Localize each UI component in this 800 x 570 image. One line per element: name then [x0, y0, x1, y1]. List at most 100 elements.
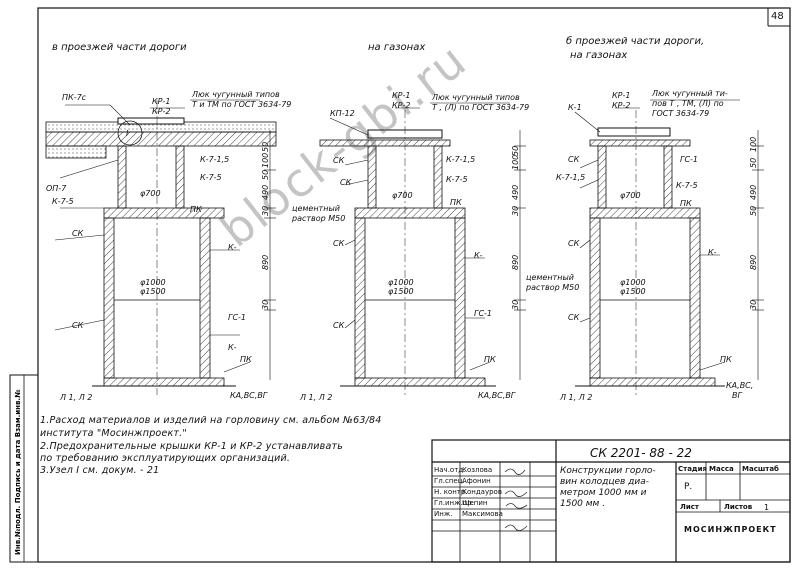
- dim-1-4: 30: [261, 206, 270, 216]
- label-mortar1-line2: раствор М50: [291, 214, 345, 223]
- label-pk2-3: ПК: [720, 355, 732, 364]
- desc-line1: Конструкции горло-: [560, 466, 656, 476]
- name-2: Кондауров: [462, 488, 502, 496]
- label-hatch2-line1: Люк чугунный типов: [431, 93, 520, 102]
- label-hatch-line1: Люк чугунный типов: [191, 90, 280, 99]
- label-mortar2-line1: цементный: [526, 273, 574, 282]
- label-k715-2: К-7-1,5: [446, 155, 475, 164]
- label-pk7c: ПК-7с: [62, 93, 87, 102]
- dim-3-4: 890: [749, 255, 758, 270]
- label-kp12: КП-12: [330, 109, 355, 118]
- label-kr1-2: КР-1: [392, 91, 410, 100]
- label-k1-3: К-1: [568, 103, 582, 112]
- label-ka: КА,ВС,ВГ: [230, 391, 268, 400]
- desc-line2: вин колодцев диа-: [560, 477, 649, 487]
- dim-3-3: 50: [749, 206, 758, 216]
- name-4: Максимова: [462, 510, 503, 518]
- name-1: Афонин: [462, 477, 491, 485]
- sheet-label: Лист: [680, 503, 699, 511]
- dim-2-0: 50: [511, 146, 520, 156]
- label-phi1000-3: φ1000: [620, 278, 646, 287]
- label-kr2-3: КР-2: [612, 101, 630, 110]
- label-pk2: ПК: [240, 355, 252, 364]
- label-ck3-2: СК: [333, 239, 345, 248]
- note-1: 1.Расход материалов и изделий на горлови…: [40, 415, 382, 426]
- label-ka2-3: ВГ: [732, 391, 742, 400]
- label-phi1000-2: φ1000: [388, 278, 414, 287]
- note-2b: по требованию эксплуатирующих организаци…: [40, 453, 291, 464]
- label-k715: К-7-1,5: [200, 155, 229, 164]
- col-stage: Стадия: [678, 465, 707, 473]
- label-ck1-2: СК: [333, 156, 345, 165]
- label-kr1-3: КР-1: [612, 91, 630, 100]
- heading-right-line1: б проезжей части дороги,: [566, 36, 705, 47]
- role-0: Нач.отд.: [434, 466, 466, 474]
- dim-2-2: 490: [511, 185, 520, 200]
- name-0: Козлова: [462, 466, 493, 474]
- dim-3-2: 490: [749, 185, 758, 200]
- label-k75-top: К-7-5: [52, 197, 74, 206]
- role-4: Инж.: [434, 510, 453, 518]
- label-ck2-3: СК: [568, 239, 580, 248]
- dim-1-3: 490: [261, 185, 270, 200]
- label-ck1-3: СК: [568, 155, 580, 164]
- note-2: 2.Предохранительные крышки КР-1 и КР-2 у…: [40, 441, 343, 452]
- label-kr2: КР-2: [152, 107, 170, 116]
- desc-line3: метром 1000 мм и: [560, 488, 647, 498]
- dim-3-0: 100: [749, 137, 758, 152]
- label-ck2-2: СК: [340, 178, 352, 187]
- dim-3-5: 30: [749, 300, 758, 310]
- label-k-a: К-: [228, 243, 237, 252]
- label-ck4-2: СК: [333, 321, 345, 330]
- label-l-2: Л 1, Л 2: [299, 393, 332, 402]
- label-ka-2: КА,ВС,ВГ: [478, 391, 516, 400]
- dim-1-5: 890: [261, 255, 270, 270]
- role-3: Гл.инж.пр.: [434, 499, 474, 507]
- label-kr1: КР-1: [152, 97, 170, 106]
- label-k-3: К-: [708, 248, 717, 257]
- col-mass: Масса: [709, 465, 734, 473]
- heading-left: в проезжей части дороги: [52, 42, 187, 53]
- col-scale: Масштаб: [742, 465, 779, 473]
- name-3: Шепин: [462, 499, 488, 507]
- dim-1-6: 30: [261, 300, 270, 310]
- label-ck1: СК: [72, 229, 84, 238]
- dim-1-1: 100: [261, 153, 270, 168]
- label-l-3: Л 1, Л 2: [559, 393, 592, 402]
- label-ck3-3: СК: [568, 313, 580, 322]
- label-gc1: ГС-1: [228, 313, 246, 322]
- label-phi700-3: φ700: [620, 191, 641, 200]
- title-block-lines: [431, 439, 791, 563]
- dim-2-1: 100: [511, 155, 520, 170]
- label-pk: ПК: [190, 205, 202, 214]
- label-k75-3: К-7-5: [676, 181, 698, 190]
- well-section-1: [45, 99, 277, 395]
- label-l: Л 1, Л 2: [59, 393, 92, 402]
- doc-code: СК 2201- 88 - 22: [590, 446, 692, 460]
- dim-2-4: 890: [511, 255, 520, 270]
- label-hatch3-line3: ГОСТ 3634-79: [652, 109, 709, 118]
- label-k715-3: К-7-1,5: [556, 173, 585, 182]
- label-gc1-2: ГС-1: [474, 309, 492, 318]
- label-hatch3-line1: Люк чугунный ти-: [651, 89, 728, 98]
- role-2: Н. контр.: [434, 488, 468, 496]
- label-hatch2-line2: Т , (Л) по ГОСТ 3634-79: [432, 103, 529, 112]
- label-gc1-3: ГС-1: [680, 155, 698, 164]
- dim-1-2: 50: [261, 170, 270, 180]
- dim-2-3: 30: [511, 206, 520, 216]
- label-ka1-3: КА,ВС,: [726, 381, 753, 390]
- label-phi700-2: φ700: [392, 191, 413, 200]
- dim-1-0: 50: [261, 142, 270, 152]
- heading-right-line2: на газонах: [570, 50, 628, 61]
- sheet-frame: [37, 7, 791, 563]
- label-phi700: φ700: [140, 189, 161, 198]
- well-section-2: [319, 102, 526, 395]
- label-mortar1-line1: цементный: [292, 204, 340, 213]
- label-phi1500-2: φ1500: [388, 287, 414, 296]
- role-1: Гл.спец.: [434, 477, 465, 485]
- label-phi1500-3: φ1500: [620, 287, 646, 296]
- well-section-3: [574, 99, 764, 395]
- label-k-b: К-: [228, 343, 237, 352]
- stage-value: Р.: [684, 482, 693, 492]
